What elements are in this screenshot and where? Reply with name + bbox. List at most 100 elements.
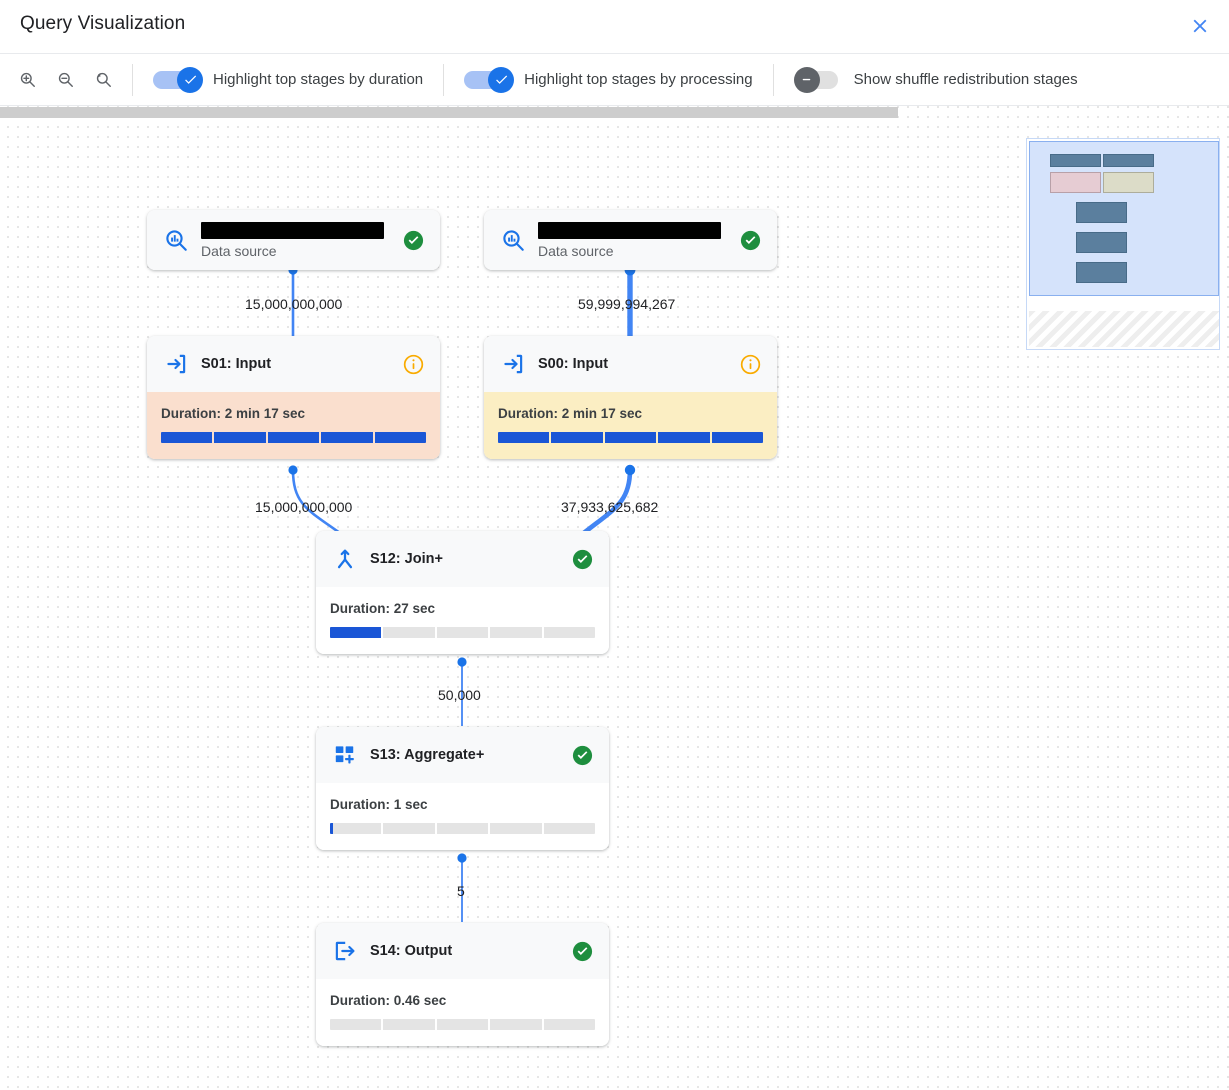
edge-label-rows: 37,933,625,682 bbox=[561, 499, 659, 515]
check-circle-icon bbox=[740, 230, 760, 250]
data-source-subtitle: Data source bbox=[201, 242, 277, 259]
switch-duration[interactable] bbox=[153, 66, 203, 93]
zoom-out-button[interactable] bbox=[50, 65, 80, 95]
node-title: S00: Input bbox=[538, 356, 609, 372]
join-icon bbox=[330, 544, 360, 574]
minus-icon bbox=[802, 78, 811, 81]
zoom-in-button[interactable] bbox=[12, 65, 42, 95]
node-title: S01: Input bbox=[201, 356, 272, 372]
node-header: Data source bbox=[147, 210, 440, 270]
close-icon bbox=[1193, 19, 1207, 33]
minimap[interactable] bbox=[1026, 138, 1220, 350]
switch-thumb bbox=[488, 66, 515, 93]
progress-fill bbox=[498, 432, 763, 443]
edge-endpoint bbox=[624, 464, 636, 476]
node-body: Duration: 1 sec bbox=[316, 783, 609, 850]
progress-bar bbox=[498, 432, 763, 443]
aggregate-icon bbox=[330, 740, 360, 770]
status-badge-info[interactable] bbox=[737, 351, 763, 377]
toggle-highlight-processing[interactable]: Highlight top stages by processing bbox=[448, 54, 768, 105]
duration-label: Duration: 1 sec bbox=[330, 797, 428, 812]
duration-label: Duration: 27 sec bbox=[330, 601, 436, 616]
output-arrow-icon bbox=[330, 936, 360, 966]
zoom-in-icon bbox=[20, 72, 35, 87]
toolbar-divider-2 bbox=[443, 63, 445, 96]
node-stage-s00[interactable]: S00: Input Duration: 2 min 17 sec bbox=[484, 336, 777, 459]
status-badge-success bbox=[569, 546, 595, 572]
toolbar-divider-3 bbox=[772, 63, 774, 96]
node-body: Duration: 27 sec bbox=[316, 587, 609, 654]
edge-endpoint bbox=[457, 657, 467, 667]
switch-processing[interactable] bbox=[464, 66, 515, 93]
duration-label: Duration: 2 min 17 sec bbox=[498, 406, 643, 421]
graph-canvas[interactable]: 15,000,000,000 59,999,994,267 15,000,000… bbox=[0, 106, 1229, 1090]
minimap-offscreen-area bbox=[1029, 311, 1219, 347]
minimap-node bbox=[1076, 232, 1127, 253]
scrollbar-thumb[interactable] bbox=[0, 107, 898, 118]
toggle-highlight-duration[interactable]: Highlight top stages by duration bbox=[137, 54, 439, 105]
zoom-out-icon bbox=[58, 72, 73, 87]
duration-label: Duration: 0.46 sec bbox=[330, 993, 447, 1008]
progress-ticks bbox=[161, 432, 426, 443]
status-badge-success bbox=[569, 938, 595, 964]
node-title: S12: Join+ bbox=[370, 551, 443, 567]
zoom-reset-button[interactable] bbox=[88, 65, 118, 95]
node-body: Duration: 0.46 sec bbox=[316, 979, 609, 1046]
info-icon bbox=[403, 354, 423, 374]
node-header: S01: Input bbox=[147, 336, 440, 392]
data-source-text: Data source bbox=[538, 221, 737, 259]
check-circle-icon bbox=[572, 941, 592, 961]
switch-shuffle[interactable] bbox=[793, 66, 844, 93]
toggle-show-shuffle[interactable]: Show shuffle redistribution stages bbox=[778, 54, 1094, 105]
data-source-icon bbox=[498, 225, 528, 255]
dialog-header: Query Visualization bbox=[0, 0, 1229, 53]
edge-line bbox=[291, 469, 345, 538]
check-icon bbox=[495, 75, 507, 84]
info-icon bbox=[740, 354, 760, 374]
switch-thumb bbox=[177, 66, 203, 93]
check-circle-icon bbox=[572, 745, 592, 765]
progress-ticks bbox=[330, 627, 595, 638]
node-stage-s14[interactable]: S14: Output Duration: 0.46 sec bbox=[316, 923, 609, 1046]
minimap-node-processing-highlight bbox=[1103, 172, 1154, 193]
data-source-icon bbox=[161, 225, 191, 255]
node-stage-s13[interactable]: S13: Aggregate+ Duration: 1 sec bbox=[316, 727, 609, 850]
toggle-label-shuffle: Show shuffle redistribution stages bbox=[853, 71, 1078, 88]
check-icon bbox=[184, 75, 196, 84]
zoom-reset-icon bbox=[96, 72, 111, 87]
data-source-text: Data source bbox=[201, 221, 400, 259]
minimap-viewport[interactable] bbox=[1029, 141, 1219, 296]
redacted-name bbox=[201, 221, 384, 239]
close-button[interactable] bbox=[1183, 9, 1217, 43]
node-body: Duration: 2 min 17 sec bbox=[147, 392, 440, 459]
progress-bar bbox=[330, 627, 595, 638]
progress-fill bbox=[330, 627, 383, 638]
node-header: Data source bbox=[484, 210, 777, 270]
node-stage-s12[interactable]: S12: Join+ Duration: 27 sec bbox=[316, 531, 609, 654]
progress-bar bbox=[330, 1019, 595, 1030]
check-circle-icon bbox=[403, 230, 423, 250]
status-badge-success bbox=[737, 227, 763, 253]
node-header: S12: Join+ bbox=[316, 531, 609, 587]
toolbar-divider-1 bbox=[132, 63, 133, 96]
toggle-label-duration: Highlight top stages by duration bbox=[213, 71, 424, 88]
status-badge-success bbox=[569, 742, 595, 768]
toggle-label-processing: Highlight top stages by processing bbox=[524, 71, 753, 88]
edge-label-rows: 15,000,000,000 bbox=[255, 499, 353, 515]
minimap-node bbox=[1076, 262, 1127, 283]
edge-endpoint bbox=[288, 465, 298, 475]
node-data-source-left[interactable]: Data source bbox=[147, 210, 440, 270]
node-stage-s01[interactable]: S01: Input Duration: 2 min 17 sec bbox=[147, 336, 440, 459]
status-badge-info[interactable] bbox=[400, 351, 426, 377]
progress-ticks bbox=[330, 1019, 595, 1030]
progress-bar bbox=[161, 432, 426, 443]
horizontal-scrollbar[interactable] bbox=[0, 106, 1229, 119]
zoom-controls bbox=[0, 54, 128, 105]
data-source-subtitle: Data source bbox=[538, 242, 614, 259]
edge-line bbox=[578, 469, 633, 538]
edge-label-rows: 15,000,000,000 bbox=[245, 296, 343, 312]
duration-label: Duration: 2 min 17 sec bbox=[161, 406, 306, 421]
minimap-node bbox=[1076, 202, 1127, 223]
node-header: S00: Input bbox=[484, 336, 777, 392]
node-data-source-right[interactable]: Data source bbox=[484, 210, 777, 270]
